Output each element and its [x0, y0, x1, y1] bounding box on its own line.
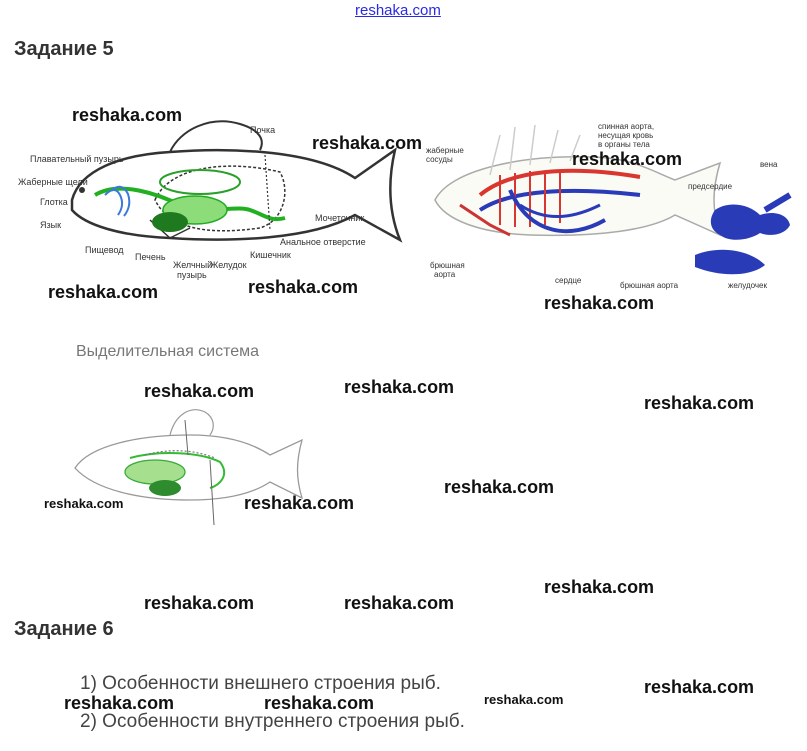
watermark: reshaka.com: [44, 496, 124, 511]
label-bryushnaya-1: брюшная: [430, 261, 465, 270]
label-zhelchny-1: Желчный: [173, 260, 212, 270]
watermark: reshaka.com: [264, 693, 375, 713]
label-predserdie: предсердие: [688, 182, 733, 191]
label-zhabernye-1: жаберные: [426, 146, 464, 155]
watermark: reshaka.com: [312, 133, 423, 153]
task6-heading: Задание 6: [14, 618, 114, 640]
task6-item-1: 1) Особенности внешнего строения рыб.: [80, 673, 441, 694]
label-zheludochek: желудочек: [728, 281, 767, 290]
label-pochka: Почка: [250, 125, 275, 135]
label-zhelchny-2: пузырь: [177, 270, 207, 280]
label-bryushnaya-2: аорта: [434, 270, 456, 279]
watermark: reshaka.com: [64, 693, 175, 713]
label-zhabernye-scheli: Жаберные щели: [18, 177, 88, 187]
excretory-caption: Выделительная система: [76, 343, 260, 360]
label-pischevod: Пищевод: [85, 245, 124, 255]
label-zheludok: Желудок: [210, 260, 247, 270]
label-vena: вена: [760, 160, 778, 169]
label-analnoe: Анальное отверстие: [280, 237, 366, 247]
watermark: reshaka.com: [484, 692, 564, 707]
watermark: reshaka.com: [544, 293, 655, 313]
label-spinnaya-3: в органы тела: [598, 140, 650, 149]
label-plavatelny: Плавательный пузырь: [30, 154, 124, 164]
watermark: reshaka.com: [572, 149, 683, 169]
watermark: reshaka.com: [644, 393, 755, 413]
watermark: reshaka.com: [344, 593, 455, 613]
label-spinnaya-1: спинная аорта,: [598, 122, 654, 131]
label-mochetochnik: Мочеточник: [315, 213, 364, 223]
watermark: reshaka.com: [544, 577, 655, 597]
watermark: reshaka.com: [244, 493, 355, 513]
watermark: reshaka.com: [144, 381, 255, 401]
label-yazyk: Язык: [40, 220, 61, 230]
label-pechen: Печень: [135, 252, 166, 262]
fish-digestive-figure: Почка Плавательный пузырь Жаберные щели …: [18, 120, 403, 280]
watermark: reshaka.com: [48, 282, 159, 302]
watermark: reshaka.com: [444, 477, 555, 497]
watermark: reshaka.com: [144, 593, 255, 613]
label-kishechnik: Кишечник: [250, 250, 291, 260]
watermark: reshaka.com: [72, 105, 183, 125]
site-link[interactable]: reshaka.com: [355, 2, 441, 19]
label-glotka: Глотка: [40, 197, 68, 207]
task5-heading: Задание 5: [14, 38, 114, 60]
label-zhabernye-2: сосуды: [426, 155, 453, 164]
watermark: reshaka.com: [644, 677, 755, 697]
watermark: reshaka.com: [344, 377, 455, 397]
label-bryushnaya-aorta: брюшная аорта: [620, 281, 679, 290]
task6-item-2: 2) Особенности внутреннего строения рыб.: [80, 711, 465, 732]
label-serdce: сердце: [555, 276, 582, 285]
label-spinnaya-2: несущая кровь: [598, 131, 653, 140]
fish-circulatory-figure: жаберные сосуды спинная аорта, несущая к…: [426, 122, 792, 290]
watermark: reshaka.com: [248, 277, 359, 297]
fish-excretory-figure: [74, 409, 304, 526]
